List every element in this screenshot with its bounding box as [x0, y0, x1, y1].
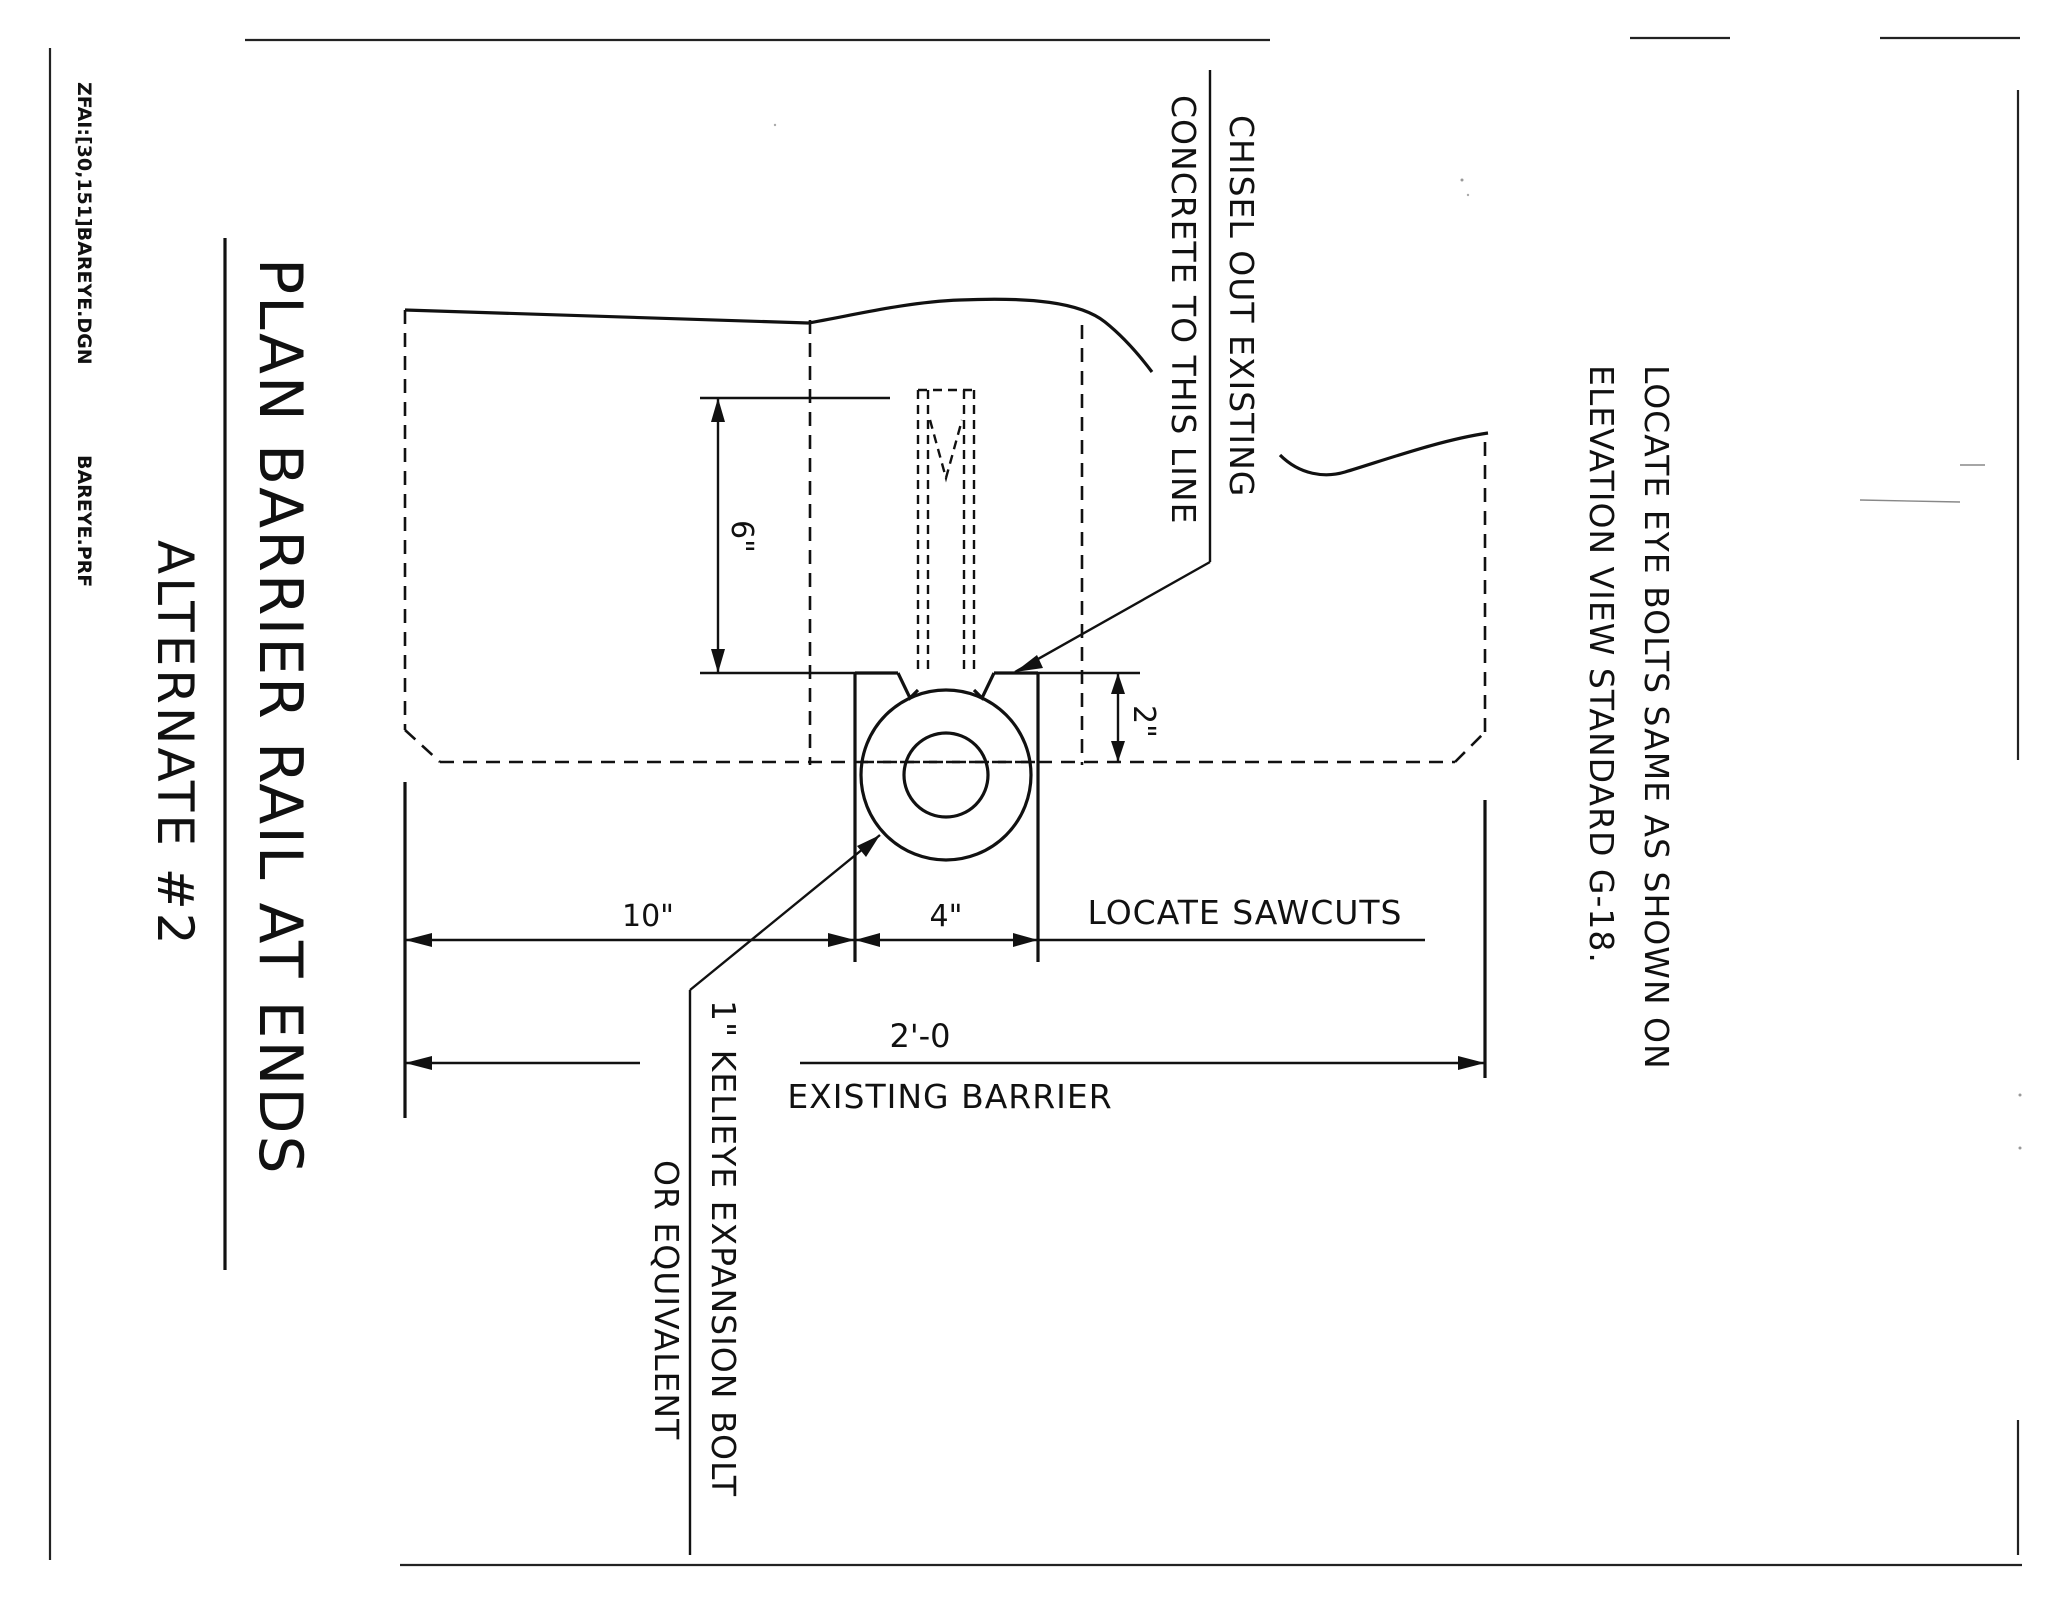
eye-bolt-pocket	[853, 671, 1040, 842]
title-block: PLAN BARRIER RAIL AT ENDS ALTERNATE #2 Z…	[73, 82, 315, 1270]
bolt-note-line2: OR EQUIVALENT	[647, 1160, 686, 1440]
chisel-note-line2: CONCRETE TO THIS LINE	[1164, 95, 1203, 524]
sawcuts-label: LOCATE SAWCUTS	[1088, 893, 1403, 932]
locate-note-line1: LOCATE EYE BOLTS SAME AS SHOWN ON	[1637, 365, 1676, 1070]
chisel-note: CHISEL OUT EXISTING CONCRETE TO THIS LIN…	[1014, 70, 1261, 674]
file-name-label: ZFAI:[30,151]BAREYE.DGN	[73, 82, 95, 365]
scan-noise	[773, 123, 2022, 1150]
depth-dimension-6: 6"	[700, 396, 890, 675]
dimension-2-label: 2"	[1126, 705, 1161, 738]
depth-dimension-2: 2"	[1038, 671, 1161, 762]
bolt-note: 1" KELIEYE EXPANSION BOLT OR EQUIVALENT	[647, 834, 881, 1555]
drawing-subtitle: ALTERNATE #2	[146, 540, 204, 948]
locate-note-line2: ELEVATION VIEW STANDARD G-18.	[1582, 365, 1621, 964]
drawing-title: PLAN BARRIER RAIL AT ENDS	[245, 258, 315, 1176]
existing-barrier-label: EXISTING BARRIER	[787, 1077, 1112, 1116]
dimension-6-label: 6"	[724, 520, 759, 553]
dimension-total-label: 2'-0	[889, 1017, 950, 1055]
bolt-note-line1: 1" KELIEYE EXPANSION BOLT	[704, 1000, 743, 1497]
concrete-break-line	[404, 297, 1489, 477]
dimension-4-label: 4"	[930, 899, 963, 934]
chisel-note-line1: CHISEL OUT EXISTING	[1222, 115, 1261, 497]
eye-bolt-ring-outer	[859, 688, 1033, 862]
profile-name-label: BAREYE.PRF	[73, 455, 95, 587]
width-dimensions: 10" 4" LOCATE SAWCUTS 2'-0 EXISTING BARR…	[403, 782, 1487, 1118]
existing-barrier-outline	[403, 310, 1487, 765]
eye-bolt	[859, 388, 1033, 862]
dimension-10-label: 10"	[622, 899, 674, 934]
sheet-frame	[48, 36, 2022, 1567]
eye-bolt-ring-inner	[902, 731, 990, 819]
locate-eye-bolts-note: LOCATE EYE BOLTS SAME AS SHOWN ON ELEVAT…	[1582, 365, 1676, 1070]
